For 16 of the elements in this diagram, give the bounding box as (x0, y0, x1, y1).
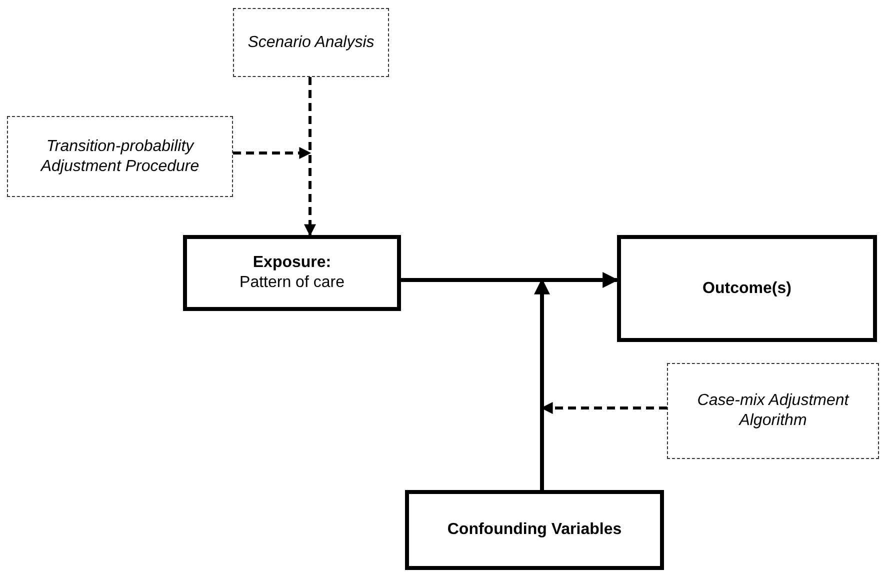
node-label: Pattern of care (240, 273, 344, 293)
node-label: Transition-probability Adjustment Procedure (39, 136, 200, 176)
arrow (401, 272, 619, 288)
node-heading: Exposure: (252, 253, 332, 273)
node-label: Scenario Analysis (248, 32, 374, 52)
process-box (405, 490, 664, 570)
dashed-box (233, 8, 389, 77)
dashed-box (667, 363, 879, 459)
node-label: Confounding Variables (447, 520, 622, 540)
process-box (617, 235, 877, 342)
dashed-arrow (304, 77, 316, 236)
node-label: Case-mix Adjustment Algorithm (696, 391, 850, 431)
node-label: Outcome(s) (702, 278, 792, 298)
dashed-arrow (233, 147, 312, 159)
process-box (183, 235, 401, 311)
dashed-box (7, 116, 233, 197)
